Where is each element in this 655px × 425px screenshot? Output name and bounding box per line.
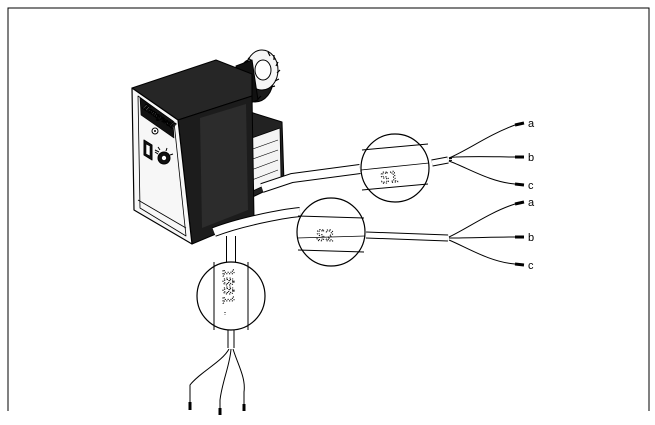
cable-s2 xyxy=(212,200,525,267)
wire-label-s2-a: a xyxy=(528,197,535,209)
marker-magnifier-s1: S1 xyxy=(360,133,430,203)
wire-group-s1 xyxy=(448,121,525,187)
wire-group-1001 xyxy=(188,348,246,415)
marker-1001-text: 1001 xyxy=(219,268,237,304)
marker-s1-text: S1 xyxy=(379,168,399,188)
wire-label-s1-c: c xyxy=(528,180,534,192)
cable-s1 xyxy=(260,121,525,193)
figure-frame xyxy=(7,7,650,411)
cable-1001 xyxy=(188,236,246,415)
wire-label-s2-b: b xyxy=(528,232,534,244)
actuator: Honeywell xyxy=(131,49,285,245)
dial-icon xyxy=(154,146,174,165)
marker-s2-text: S2 xyxy=(316,226,335,245)
marker-magnifier-1001: 1001 xyxy=(196,261,266,331)
manual-switch-icon xyxy=(143,139,160,161)
wire-group-s2 xyxy=(448,200,525,267)
marker-magnifier-s2: S2 xyxy=(296,197,366,267)
wire-label-s1-a: a xyxy=(528,118,535,130)
wire-label-s1-b: b xyxy=(528,152,534,164)
brand-band xyxy=(139,97,175,139)
wire-label-s2-c: c xyxy=(528,260,534,272)
